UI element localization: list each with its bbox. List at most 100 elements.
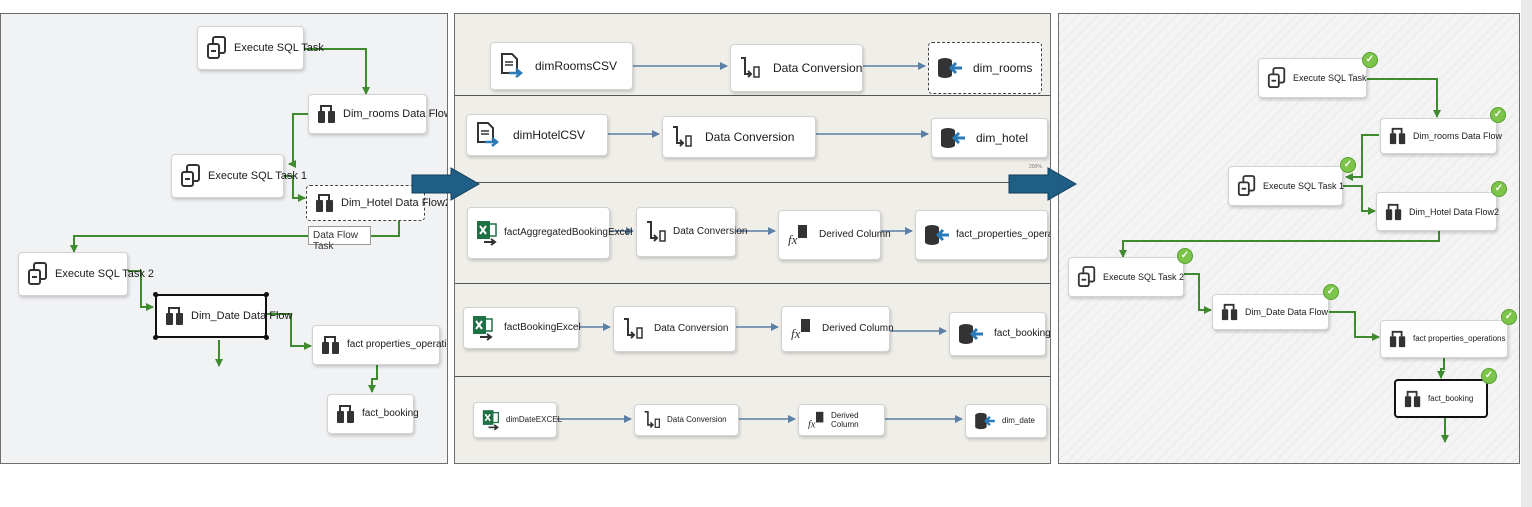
fact-properties-operations-node[interactable]: fact properties_operations <box>312 325 447 365</box>
data-flow-icon <box>318 105 335 123</box>
node-label: dim_hotel <box>976 131 1029 145</box>
success-check-icon: ✓ <box>1323 284 1339 300</box>
node-label: dim_rooms <box>973 61 1033 75</box>
derived-column-node[interactable]: fx Derived Column <box>798 404 885 436</box>
selection-handle[interactable] <box>153 335 158 340</box>
svg-text:fx: fx <box>791 326 801 340</box>
data-conversion-icon <box>741 57 760 78</box>
node-label: fact_booking <box>994 328 1051 339</box>
node-label: dimHotelCSV <box>513 128 586 142</box>
dim-hotel-csv-source[interactable]: dimHotelCSV <box>466 114 608 156</box>
success-check-icon: ✓ <box>1362 52 1378 68</box>
selection-handle[interactable] <box>264 292 269 297</box>
selection-handle[interactable] <box>153 292 158 297</box>
sql-task-icon <box>1237 175 1256 196</box>
dim-hotel-data-flow2-node[interactable]: Dim_Hotel Data Flow2 <box>1376 192 1500 231</box>
node-label: Execute SQL Task 1 <box>208 170 308 182</box>
execute-sql-task-node[interactable]: Execute SQL Task <box>197 26 324 70</box>
node-label: Dim_rooms Data Flow <box>1413 131 1503 141</box>
dim-rooms-destination[interactable]: dim_rooms <box>928 42 1042 94</box>
sql-task-icon <box>1267 67 1286 88</box>
sql-task-icon <box>28 262 47 285</box>
control-flow-design-panel: Execute SQL Task Dim_rooms Data Flow Exe… <box>0 13 448 464</box>
execute-sql-task-node[interactable]: Execute SQL Task <box>1258 58 1367 98</box>
derived-column-icon: fx <box>788 225 807 246</box>
destination-icon <box>975 412 995 430</box>
data-conversion-node[interactable]: Data Conversion <box>636 207 747 257</box>
destination-icon <box>959 324 983 344</box>
data-flow-design-panel: dimRoomsCSV Data Conversion dim_rooms di… <box>454 13 1051 464</box>
dim-date-excel-source[interactable]: dimDateEXCEL <box>473 402 562 438</box>
node-label: Dim_Hotel Data Flow2 <box>341 197 448 209</box>
success-check-icon: ✓ <box>1491 181 1507 197</box>
dim-date-data-flow-node[interactable]: Dim_Date Data Flow <box>155 294 292 338</box>
success-check-icon: ✓ <box>1340 157 1356 173</box>
data-flow-icon <box>1389 127 1406 145</box>
success-check-icon: ✓ <box>1490 107 1506 123</box>
data-flow-task-tooltip: Data Flow Task <box>308 226 371 252</box>
link-hotel-to-sql2 <box>1119 231 1440 258</box>
node-label: Execute SQL Task 1 <box>1263 181 1345 191</box>
row-separator <box>455 376 1050 377</box>
data-flow-icon <box>316 194 333 212</box>
data-flow-icon <box>1404 390 1421 407</box>
execute-sql-task-2-node[interactable]: Execute SQL Task 2 <box>18 252 154 296</box>
link-sql-to-rooms <box>304 48 370 95</box>
selection-handle[interactable] <box>264 335 269 340</box>
dim-rooms-data-flow-node[interactable]: Dim_rooms Data Flow <box>1380 118 1502 154</box>
dim-rooms-data-flow-node[interactable]: Dim_rooms Data Flow <box>308 94 447 134</box>
row-separator <box>455 182 1050 183</box>
svg-text:fx: fx <box>788 232 798 246</box>
execute-sql-task-2-node[interactable]: Execute SQL Task 2 <box>1068 257 1184 297</box>
derived-column-node[interactable]: fx Derived Column <box>781 306 894 352</box>
node-label: Data Conversion <box>654 323 729 334</box>
data-conversion-node[interactable]: Data Conversion <box>662 116 816 158</box>
svg-text:fx: fx <box>808 419 816 429</box>
fact-booking-node[interactable]: fact_booking <box>1394 379 1488 418</box>
node-label: factBookingExcel <box>504 322 581 333</box>
fact-aggregated-booking-excel-source[interactable]: factAggregatedBookingExcel <box>467 207 632 259</box>
dim-rooms-csv-source[interactable]: dimRoomsCSV <box>490 42 633 90</box>
data-conversion-node[interactable]: Data Conversion <box>634 404 739 436</box>
node-label: dimDateEXCEL <box>506 415 563 424</box>
node-label: Derived Column <box>819 229 891 240</box>
dim-hotel-destination[interactable]: dim_hotel <box>931 118 1048 158</box>
derived-label-block: Derived Column <box>831 411 859 429</box>
node-label: fact_booking <box>1428 393 1474 403</box>
fact-booking-destination[interactable]: fact_booking <box>949 312 1050 356</box>
vertical-scrollbar[interactable] <box>1521 0 1532 507</box>
execute-sql-task-1-node[interactable]: Execute SQL Task 1 <box>1228 166 1345 206</box>
node-label: Derived <box>831 411 859 420</box>
excel-source-icon <box>477 221 497 246</box>
derived-column-node[interactable]: fx Derived Column <box>778 210 891 260</box>
data-conversion-node[interactable]: Data Conversion <box>730 44 863 92</box>
link-fact-props-to-booking <box>368 365 378 393</box>
execute-sql-task-1-node[interactable]: Execute SQL Task 1 <box>171 154 307 198</box>
data-flow-icon <box>1385 203 1402 220</box>
fact-booking-excel-source[interactable]: factBookingExcel <box>463 307 581 349</box>
link-fact-props-to-booking <box>1437 357 1445 379</box>
data-flow-icon <box>1389 330 1406 348</box>
data-conversion-node[interactable]: Data Conversion <box>613 306 736 352</box>
flat-file-source-icon <box>501 53 523 78</box>
sql-task-icon <box>1077 266 1096 287</box>
data-conversion-icon <box>624 318 643 339</box>
fact-booking-node[interactable]: fact_booking <box>327 394 419 434</box>
data-flow-icon <box>1221 303 1238 321</box>
success-check-icon: ✓ <box>1177 248 1193 264</box>
success-check-icon: ✓ <box>1501 309 1517 325</box>
node-label: fact properties_operations <box>347 339 447 350</box>
flow-arrow-middle-to-right <box>1008 167 1078 201</box>
control-flow-execution-panel: Execute SQL Task ✓ Dim_rooms Data Flow ✓… <box>1058 13 1520 464</box>
zoom-level[interactable]: 200% <box>1029 164 1042 170</box>
dim-date-data-flow-node[interactable]: Dim_Date Data Flow <box>1212 294 1329 330</box>
node-label: Data Conversion <box>673 226 748 237</box>
dim-hotel-data-flow2-node[interactable]: Dim_Hotel Data Flow2 <box>306 185 447 221</box>
fact-properties-operations-node[interactable]: fact properties_operations <box>1380 320 1508 358</box>
destination-icon <box>925 225 949 245</box>
node-label: Dim_Hotel Data Flow2 <box>1409 206 1500 217</box>
dim-date-destination[interactable]: dim_date <box>965 404 1047 438</box>
node-label: fact properties_operations <box>1413 334 1506 343</box>
data-conversion-icon <box>647 221 666 242</box>
fact-properties-operations-destination[interactable]: fact_properties_operations <box>915 210 1050 260</box>
